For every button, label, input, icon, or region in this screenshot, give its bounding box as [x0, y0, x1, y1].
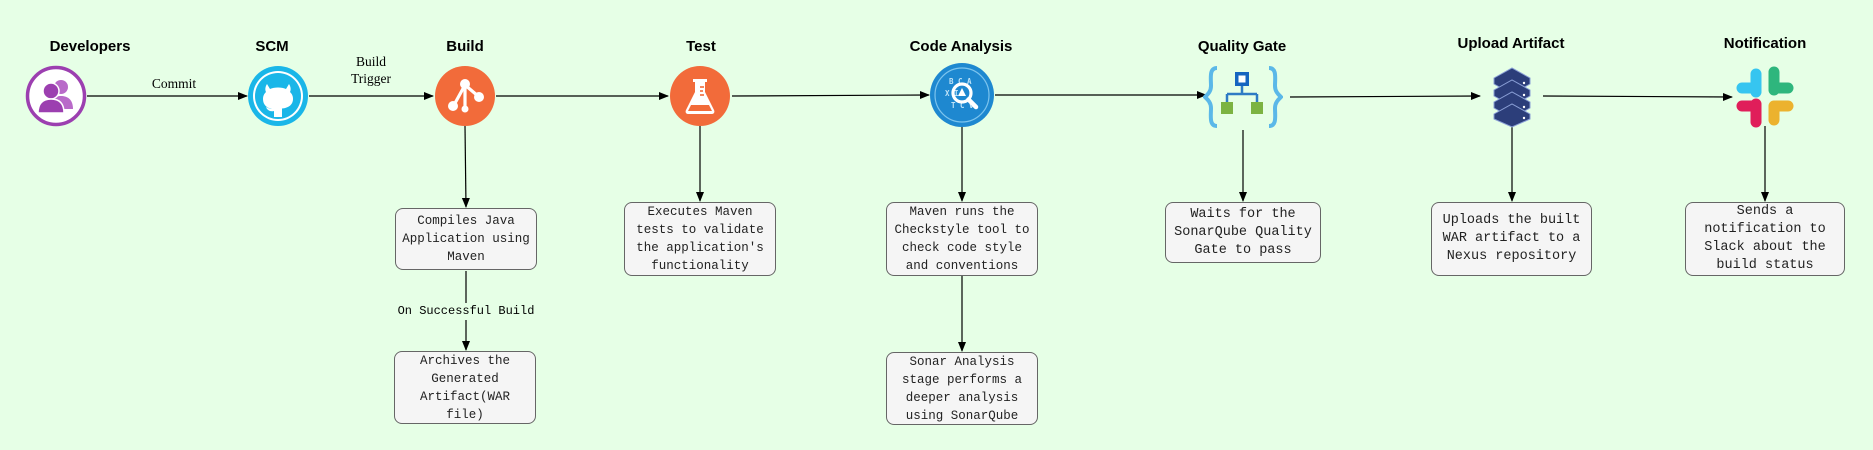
stage-title-quality-gate: Quality Gate — [1197, 38, 1287, 55]
box-upload-desc: Uploads the built WAR artifact to a Nexu… — [1431, 202, 1592, 276]
edge-label-commit: Commit — [151, 76, 197, 91]
arrow-upload-notification — [1542, 92, 1733, 101]
arrow-test-codeanalysis — [731, 91, 930, 100]
box-quality-gate-desc: Waits for the SonarQube Quality Gate to … — [1165, 202, 1321, 263]
edge-label-build-trigger-line2: Trigger — [350, 71, 392, 86]
box-notify-desc: Sends a notification to Slack about the … — [1685, 202, 1845, 276]
github-icon[interactable] — [246, 64, 310, 128]
arrow-build-compile — [461, 125, 470, 208]
flask-icon[interactable] — [669, 65, 731, 127]
box-build-compile: Compiles Java Application using Maven — [395, 208, 537, 270]
stage-title-build: Build — [446, 38, 484, 55]
box-sonar-desc: Sonar Analysis stage performs a deeper a… — [886, 352, 1038, 425]
box-checkstyle-desc: Maven runs the Checkstyle tool to check … — [886, 202, 1038, 276]
slack-icon[interactable] — [1734, 66, 1796, 128]
stage-title-code-analysis: Code Analysis — [909, 38, 1013, 55]
box-build-archive: Archives the Generated Artifact(WAR file… — [394, 351, 536, 424]
arrow-qualitygate-upload — [1289, 92, 1481, 101]
stage-title-notification: Notification — [1723, 35, 1807, 52]
stage-title-scm: SCM — [255, 38, 289, 55]
svg-text:T C V: T C V — [951, 101, 974, 110]
stage-title-test: Test — [686, 38, 716, 55]
edge-label-on-successful-build: On Successful Build — [395, 303, 537, 320]
edge-label-build-trigger-line1: Build — [355, 54, 387, 69]
hierarchy-braces-icon[interactable] — [1203, 64, 1283, 130]
edge-label-build-trigger: Build Trigger — [351, 53, 391, 87]
server-stack-icon[interactable] — [1490, 66, 1534, 128]
users-icon[interactable] — [25, 65, 87, 127]
code-scan-icon[interactable]: B C A X I T C V — [929, 62, 995, 128]
stage-title-developers: Developers — [49, 38, 131, 55]
share-nodes-icon[interactable] — [434, 65, 496, 127]
stage-title-upload-artifact: Upload Artifact — [1457, 35, 1565, 52]
box-test-desc: Executes Maven tests to validate the app… — [624, 202, 776, 276]
svg-text:B C A: B C A — [949, 77, 972, 86]
